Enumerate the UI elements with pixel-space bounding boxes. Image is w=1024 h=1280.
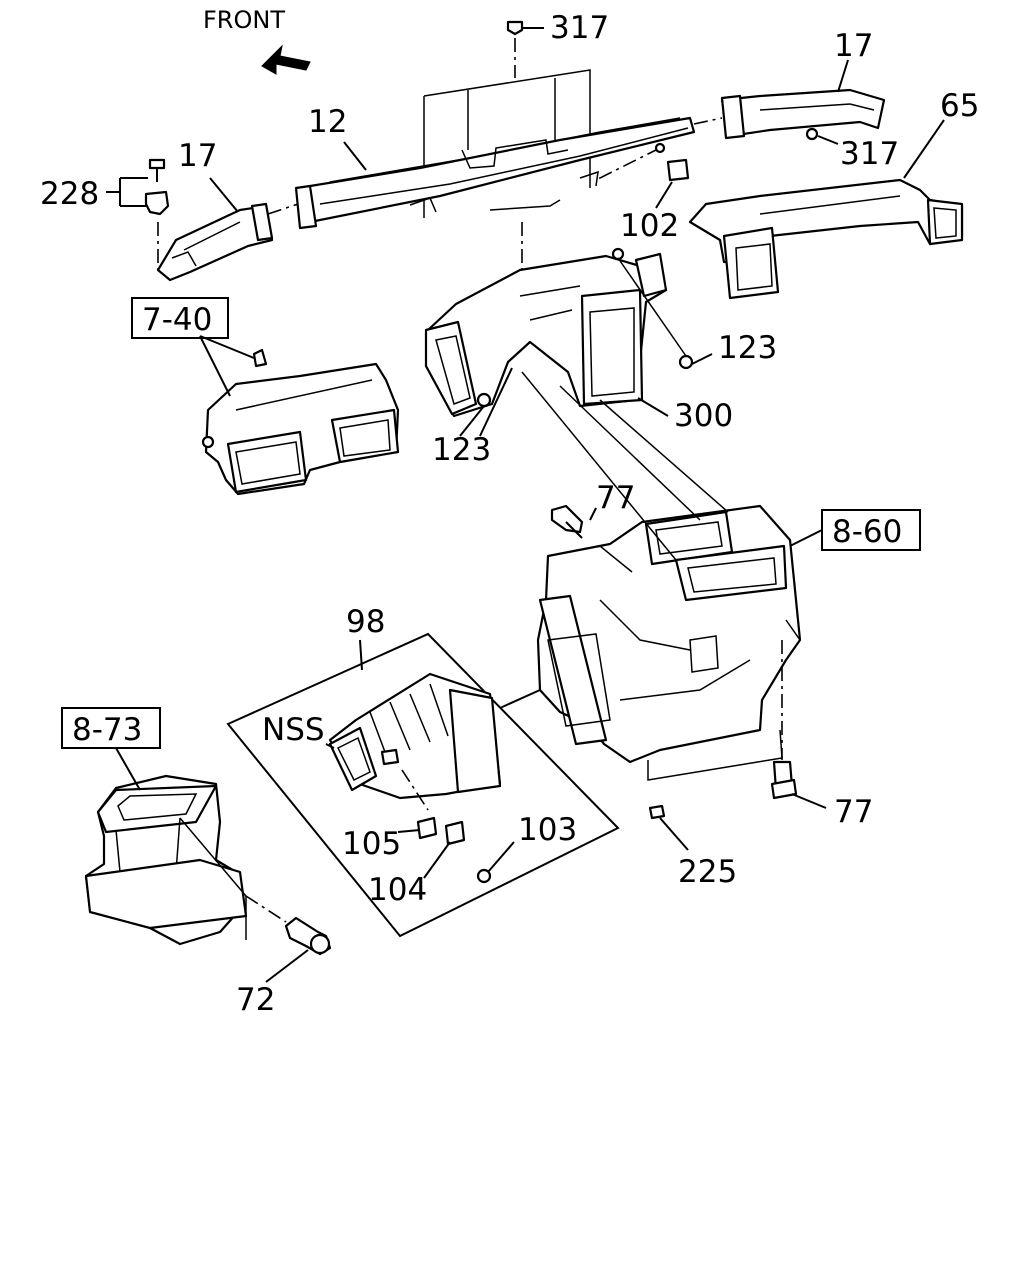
label-98: 98 xyxy=(346,604,385,640)
right-side-duct-65 xyxy=(688,178,964,300)
label-77-bottom: 77 xyxy=(834,794,873,830)
part-labels: 317 17 17 12 65 317 228 102 7-40 123 123… xyxy=(40,10,979,1018)
label-72: 72 xyxy=(236,982,275,1018)
label-8-60: 8-60 xyxy=(832,514,902,550)
front-arrow-icon xyxy=(261,44,311,75)
front-label: FRONT xyxy=(203,6,285,34)
label-12: 12 xyxy=(308,104,347,140)
bolt-77-bottom xyxy=(770,760,798,800)
bolt-72 xyxy=(284,916,332,956)
boot-assembly-98 xyxy=(226,632,620,938)
right-vent-duct-17 xyxy=(693,88,886,140)
label-228: 228 xyxy=(40,176,99,212)
distribution-duct-300 xyxy=(424,252,668,418)
left-duct-assembly-7-40 xyxy=(201,348,400,496)
label-317-right: 317 xyxy=(840,136,899,172)
ref-box-8-60 xyxy=(821,509,921,551)
label-103: 103 xyxy=(518,812,577,848)
nut-225 xyxy=(648,804,666,820)
bolt-77-top xyxy=(550,504,584,539)
label-317-top: 317 xyxy=(550,10,609,46)
label-7-40: 7-40 xyxy=(142,302,212,338)
reference-boxes xyxy=(61,297,921,749)
screw-317-right xyxy=(805,127,819,141)
label-17-left: 17 xyxy=(178,138,217,174)
ref-box-8-73 xyxy=(61,707,161,749)
label-105: 105 xyxy=(342,826,401,862)
clips-105-104-103 xyxy=(416,816,492,884)
label-102: 102 xyxy=(620,208,679,244)
screws-123 xyxy=(476,247,694,408)
lower-duct-8-73 xyxy=(84,774,287,946)
label-77-top: 77 xyxy=(596,480,635,516)
left-vent-duct-17 xyxy=(156,202,299,282)
center-duct-12 xyxy=(294,116,696,230)
label-225: 225 xyxy=(678,854,737,890)
label-123-right: 123 xyxy=(718,330,777,366)
ref-box-7-40 xyxy=(131,297,229,339)
label-nss: NSS xyxy=(262,712,325,748)
front-direction-indicator: FRONT xyxy=(203,6,311,75)
fastener-228 xyxy=(144,158,170,216)
label-300: 300 xyxy=(674,398,733,434)
label-65: 65 xyxy=(940,88,979,124)
label-104: 104 xyxy=(368,872,427,908)
label-123-left: 123 xyxy=(432,432,491,468)
heater-unit-8-60 xyxy=(521,371,802,781)
screw-317-top xyxy=(506,20,524,36)
leader-lines xyxy=(106,27,945,983)
clip-102 xyxy=(595,142,690,182)
label-17-right: 17 xyxy=(834,28,873,64)
label-8-73: 8-73 xyxy=(72,712,142,748)
